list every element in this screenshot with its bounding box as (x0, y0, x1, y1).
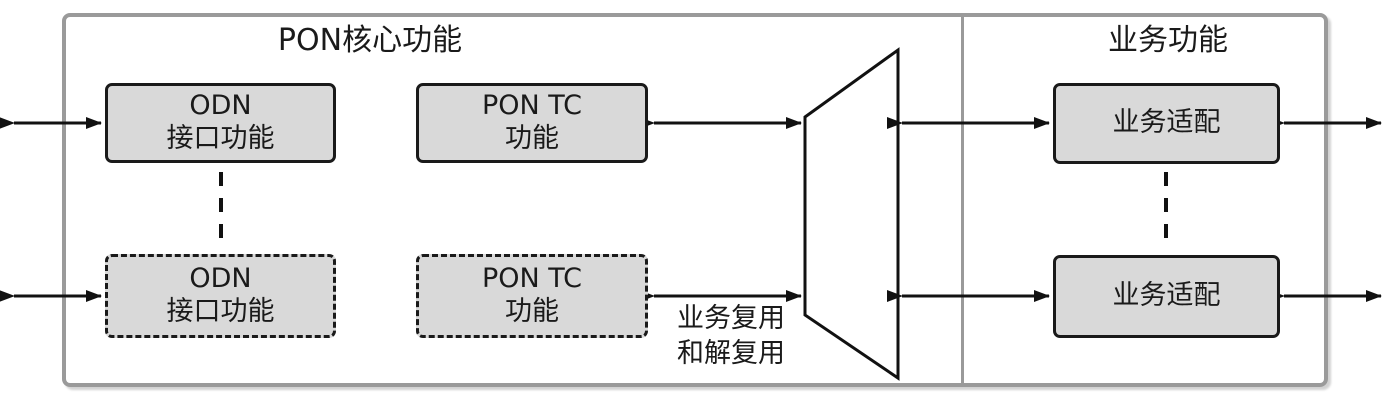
box-label-line: 业务适配 (1112, 107, 1221, 139)
mux-trapezoid-shape (803, 47, 900, 381)
box-service-adapt-primary: 业务适配 (1053, 83, 1280, 164)
box-label-line: PON TC (481, 263, 583, 295)
function-block-outline (62, 13, 1328, 387)
box-odn-interface-secondary: ODN 接口功能 (105, 254, 336, 338)
service-section-title: 业务功能 (1108, 23, 1228, 58)
box-label-line: 功能 (505, 123, 559, 154)
box-pon-tc-secondary: PON TC 功能 (416, 254, 648, 338)
box-label-line: 业务适配 (1112, 280, 1221, 312)
box-odn-interface-primary: ODN 接口功能 (105, 83, 336, 163)
box-pon-tc-primary: PON TC 功能 (416, 83, 648, 163)
core-section-title: PON核心功能 (277, 23, 463, 58)
box-label-line: 接口功能 (166, 123, 275, 154)
box-label-line: 接口功能 (166, 296, 275, 327)
box-label-line: ODN (189, 263, 252, 295)
box-label-line: ODN (189, 90, 252, 122)
box-service-adapt-secondary: 业务适配 (1053, 255, 1280, 338)
mux-label: 业务复用 和解复用 (652, 301, 810, 371)
mux-label-line1: 业务复用 (677, 303, 785, 334)
mux-label-line2: 和解复用 (677, 338, 785, 370)
box-label-line: 功能 (505, 296, 559, 327)
section-divider (961, 15, 964, 385)
box-label-line: PON TC (481, 90, 583, 122)
